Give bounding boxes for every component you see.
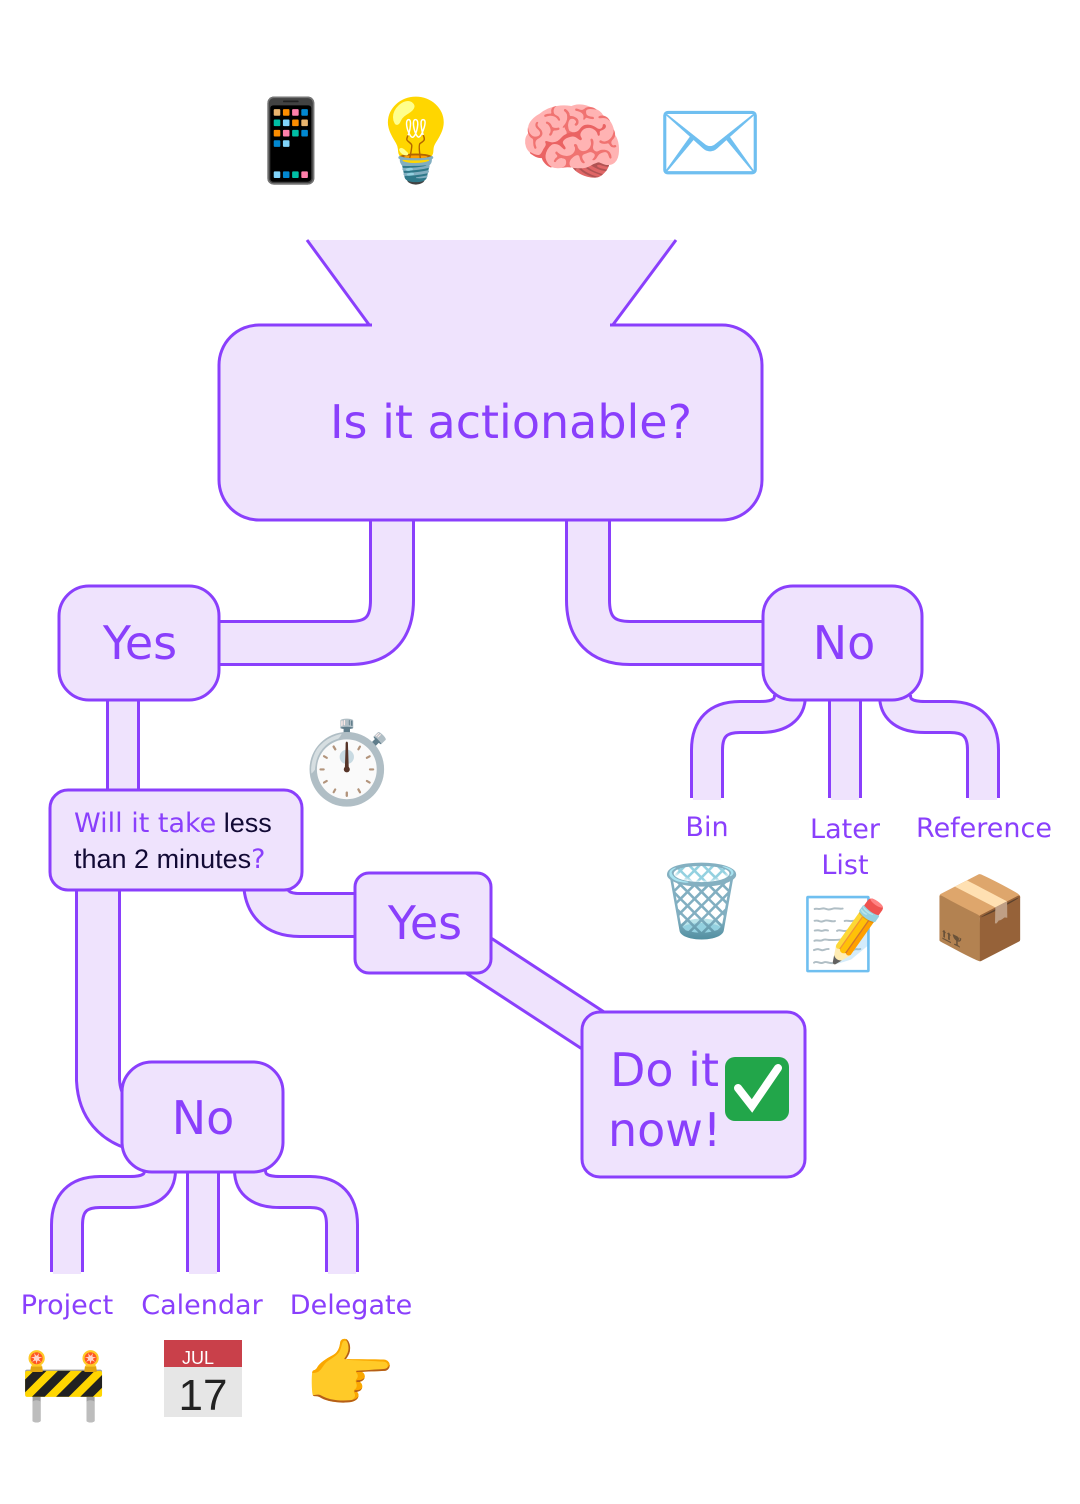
yes-two-minute-label: Yes (387, 896, 462, 950)
outcome-later-list-label-1: Later (810, 814, 881, 845)
connector-pipes (50, 515, 1000, 1274)
two-minute-question-line2: than 2 minutes? (74, 844, 265, 875)
memo-icon: 📝 (801, 893, 888, 975)
do-it-now-line1: Do it (610, 1043, 719, 1097)
actionable-question-text: Is it actionable? (330, 395, 692, 449)
light-bulb-icon: 💡 (366, 94, 466, 187)
yes-two-minute-box (353, 871, 493, 975)
outcome-reference-label: Reference (916, 813, 1052, 844)
pointing-hand-icon: 👉 (304, 1332, 396, 1418)
svg-text:17: 17 (179, 1371, 228, 1420)
svg-text:JUL: JUL (182, 1348, 214, 1368)
do-it-now-line2: now! (608, 1103, 721, 1157)
outcome-project-label: Project (21, 1290, 113, 1321)
calendar-icon: JUL 17 (164, 1340, 242, 1420)
do-it-now-box (580, 1010, 807, 1179)
yes-box (57, 584, 221, 702)
envelope-icon: ✉️ (656, 93, 763, 193)
stopwatch-icon: ⏱️ (297, 716, 397, 809)
no-box (761, 584, 924, 702)
outcome-delegate-label: Delegate (290, 1290, 412, 1321)
two-minute-question-box (48, 788, 304, 892)
yes-label: Yes (102, 616, 177, 670)
main-question: Is it actionable? (217, 239, 764, 522)
no-label: No (813, 616, 876, 670)
package-icon: 📦 (930, 871, 1030, 964)
source-icons: 📱 💡 🧠 ✉️ (241, 93, 763, 193)
wastebasket-icon: 🗑️ (658, 860, 745, 942)
brain-icon: 🧠 (518, 93, 625, 193)
construction-icon: 🚧 (20, 1343, 107, 1425)
mobile-phone-icon: 📱 (241, 94, 341, 187)
outcome-later-list-label-2: List (821, 850, 868, 881)
no-two-minute-box (120, 1060, 285, 1174)
two-minute-question-line1: Will it take less (74, 808, 272, 839)
no-two-minute-label: No (172, 1091, 235, 1145)
outcome-bin-label: Bin (685, 812, 728, 843)
outcome-calendar-label: Calendar (141, 1290, 263, 1321)
